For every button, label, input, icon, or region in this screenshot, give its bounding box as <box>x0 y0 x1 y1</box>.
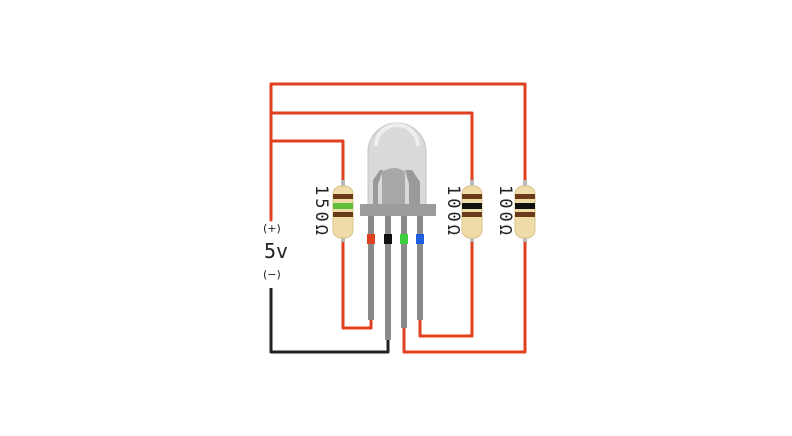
resistor-band-2 <box>333 203 353 209</box>
resistor-band-3 <box>333 212 353 217</box>
led-lens-highlight <box>374 123 420 147</box>
supply-plus-label: (+) <box>263 222 281 235</box>
positive-rail-wire <box>269 82 527 222</box>
resistor-band-2 <box>462 203 482 209</box>
supply-minus-label: (−) <box>263 268 281 281</box>
pin-marker-common <box>384 234 392 244</box>
blue-resistor-to-led-wire <box>402 236 527 354</box>
led-internal-post-right <box>405 170 420 206</box>
negative-wire <box>269 288 390 354</box>
resistor-150-label: 150Ω <box>311 185 331 238</box>
resistor-100-ohm-blue: 100Ω <box>495 180 536 242</box>
led-flange <box>360 204 436 216</box>
resistor-100-blue-label: 100Ω <box>495 185 515 238</box>
resistor-band-1 <box>515 194 535 199</box>
resistor-band-1 <box>333 194 353 199</box>
resistor-100-green-label: 100Ω <box>443 185 463 238</box>
resistor-100-ohm-green: 100Ω <box>443 180 483 242</box>
led-leg-red <box>368 215 374 320</box>
green-resistor-to-led-wire <box>418 236 474 338</box>
led-internal-post-left <box>373 170 383 206</box>
rgb-led <box>360 122 436 340</box>
led-leg-common <box>385 215 391 340</box>
positive-branch-green-wire <box>269 111 474 186</box>
led-leg-blue <box>417 215 423 320</box>
pin-marker-blue <box>416 234 424 244</box>
pin-marker-green <box>400 234 408 244</box>
resistor-band-3 <box>462 212 482 217</box>
resistor-band-1 <box>462 194 482 199</box>
resistor-150-ohm: 150Ω <box>311 180 354 242</box>
led-leg-green <box>401 215 407 328</box>
led-internal-anvil <box>382 168 405 206</box>
resistor-band-2 <box>515 203 535 209</box>
red-resistor-to-led-wire <box>341 236 373 330</box>
pin-marker-red <box>367 234 375 244</box>
power-supply-labels: (+) 5v (−) <box>263 222 288 281</box>
positive-wires <box>269 82 527 354</box>
positive-branch-red-wire <box>269 139 345 186</box>
resistor-band-3 <box>515 212 535 217</box>
supply-voltage-label: 5v <box>264 239 288 263</box>
